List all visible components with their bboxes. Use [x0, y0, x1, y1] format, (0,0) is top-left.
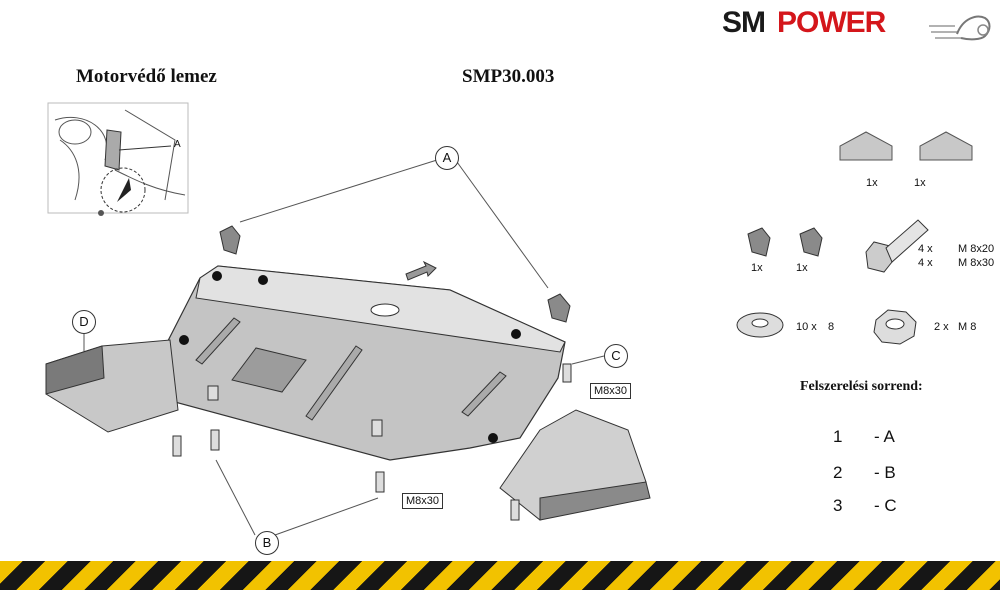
- sequence-step-number: 2: [833, 463, 843, 482]
- left-side-panel-face: [45, 345, 105, 395]
- plate-mount-hole: [179, 335, 189, 345]
- bolt-icon: [865, 219, 929, 273]
- plate-mount-hole: [488, 433, 498, 443]
- main-exploded-diagram: [45, 159, 651, 536]
- callout-b: B: [255, 531, 279, 555]
- callout-d: D: [72, 310, 96, 334]
- nut-size: M 8: [958, 321, 977, 333]
- sequence-step-number: 1: [833, 427, 843, 446]
- hazard-stripe-footer: [0, 561, 1000, 590]
- small-bracket-qty: 1x: [751, 262, 763, 274]
- plate-mount-hole: [212, 271, 222, 281]
- plate-slots: [195, 317, 507, 421]
- bolt-size: M 8x20: [958, 243, 995, 255]
- callout-a: A: [435, 146, 459, 170]
- leader-lines: [83, 159, 605, 536]
- part-code: SMP30.003: [462, 66, 555, 87]
- bolt-size: M 8x30: [958, 257, 995, 269]
- brand-power-text: POWER: [777, 6, 886, 39]
- bracket-a-left: [219, 225, 241, 255]
- nut-icon: [873, 309, 917, 345]
- inset-detail-drawing: [47, 102, 189, 216]
- washer-icon: [736, 312, 784, 338]
- bolt-size-label-bottom: M8x30: [402, 493, 444, 509]
- sequence-step-number: 3: [833, 496, 843, 515]
- bolt-icon: [375, 471, 385, 493]
- bolt-stack-group: [172, 363, 572, 521]
- bolt-icon: [371, 419, 383, 437]
- bolt-icon: [172, 435, 182, 457]
- large-bracket-qty: 1x: [914, 177, 926, 189]
- large-bracket-qty: 1x: [866, 177, 878, 189]
- plate-mount-hole: [511, 329, 521, 339]
- large-brackets-drawing: [839, 131, 973, 161]
- nut-count: 2 x: [934, 321, 949, 333]
- right-side-panel-face: [539, 481, 651, 521]
- front-direction-arrow-icon: [405, 260, 437, 281]
- bolt-icon: [562, 363, 572, 383]
- brand-logo: SM POWER: [722, 4, 994, 44]
- bolt-icon: [210, 429, 220, 451]
- plate-hole: [370, 303, 400, 317]
- small-bracket-qty: 1x: [796, 262, 808, 274]
- page-title: Motorvédő lemez: [76, 66, 217, 87]
- sequence-step-label: - C: [874, 496, 897, 515]
- bolt-icon: [207, 385, 219, 401]
- sequence-title: Felszerelési sorrend:: [800, 379, 923, 394]
- brand-sm-text: SM: [722, 6, 766, 39]
- plate-recess: [231, 347, 307, 393]
- bolt-size-label-right: M8x30: [590, 383, 632, 399]
- washer-count: 10 x: [796, 321, 817, 333]
- sequence-step-label: - A: [874, 427, 895, 446]
- small-brackets-drawing: [747, 227, 823, 257]
- motorcycle-logo-icon: [929, 15, 991, 41]
- plate-mount-hole: [258, 275, 268, 285]
- bracket-a-right: [547, 293, 571, 323]
- inset-label: A: [174, 139, 181, 150]
- washer-size: 8: [828, 321, 835, 333]
- bolt-count: 4 x: [918, 257, 933, 269]
- callout-c: C: [604, 344, 628, 368]
- bolt-icon: [510, 499, 520, 521]
- bolt-count: 4 x: [918, 243, 933, 255]
- sequence-step-label: - B: [874, 463, 896, 482]
